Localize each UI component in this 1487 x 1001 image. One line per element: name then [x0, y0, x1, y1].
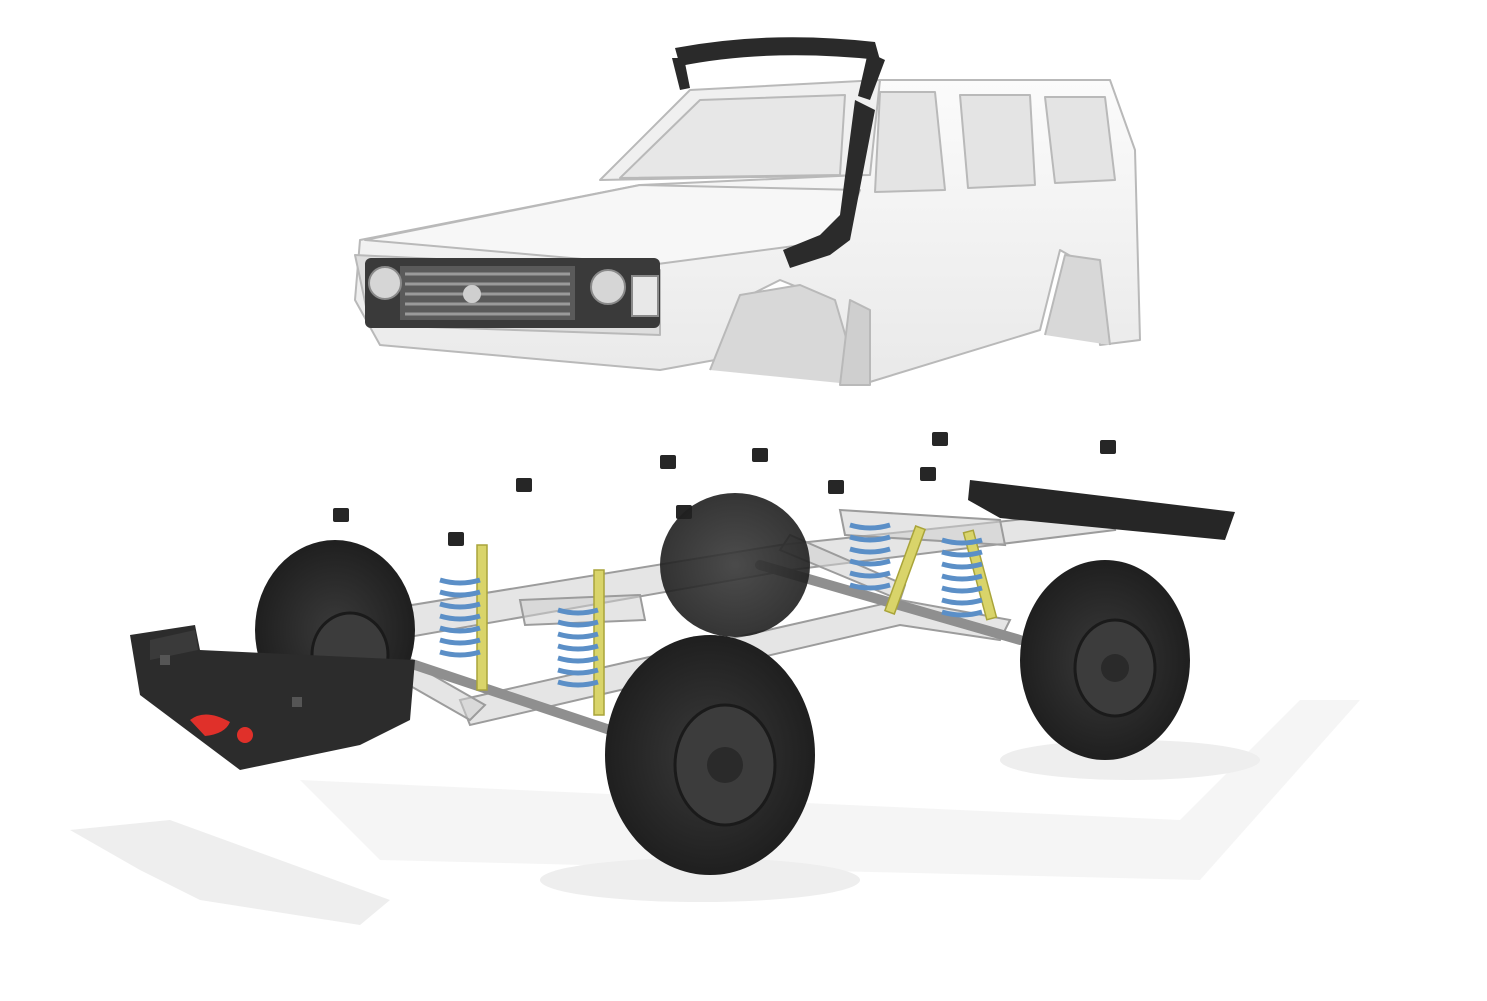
grille-badge: [463, 285, 481, 303]
front-grille: [365, 258, 660, 328]
coil-spring: [439, 522, 983, 688]
front-left-tire: [605, 635, 815, 875]
suspension: [439, 522, 998, 716]
snorkel: [783, 100, 875, 268]
right-headlight: [590, 269, 626, 305]
suv-body-shell: [354, 79, 1141, 386]
winch-hook: [190, 714, 230, 736]
rear-bumper: [968, 480, 1235, 540]
left-headlight: [368, 266, 402, 300]
front-right-tire: [1020, 560, 1190, 760]
roof-light-bar: [672, 37, 885, 100]
ground-shadow: [70, 700, 1360, 925]
rear-right-tire: [660, 493, 810, 637]
front-winch-bumper: [130, 625, 415, 770]
